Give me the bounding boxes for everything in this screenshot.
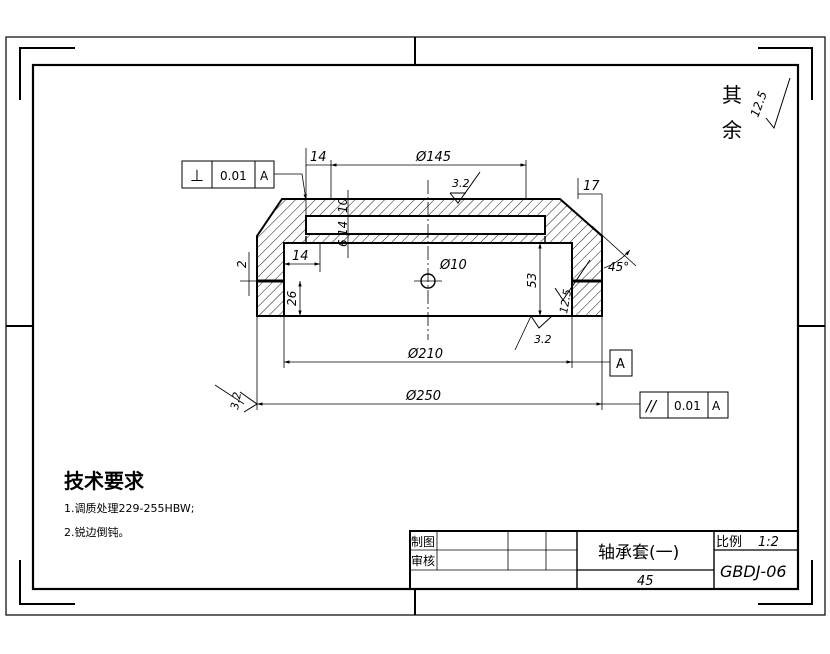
perpendicularity-value: 0.01 — [220, 169, 247, 183]
datum-label: A — [616, 357, 625, 372]
dimension-lines — [240, 148, 640, 410]
roughness-top-value: 3.2 — [452, 177, 470, 190]
title-material: 45 — [637, 574, 654, 589]
title-block — [409, 530, 799, 590]
dim-14-vertical: 14 — [336, 221, 350, 236]
tech-requirements-heading: 技术要求 — [64, 469, 145, 493]
parallelism-frame — [639, 391, 729, 419]
dim-d210: Ø210 — [407, 347, 443, 362]
dim-17: 17 — [583, 179, 600, 194]
roughness-note-value: 12.5 — [748, 89, 770, 119]
title-scale-value: 1:2 — [758, 535, 779, 550]
dim-10: 10 — [336, 197, 350, 213]
roughness-right-value: 12.5 — [557, 288, 574, 314]
dim-d10: Ø10 — [439, 258, 467, 273]
roughness-note-label-bottom: 余 — [722, 118, 742, 142]
parallelism-datum: A — [712, 399, 721, 413]
parallelism-symbol: // — [644, 397, 658, 415]
roughness-note-label-top: 其 — [722, 83, 742, 107]
section-hatch — [257, 199, 602, 316]
roughness-left-value: 3.2 — [228, 391, 244, 410]
tech-requirement-2: 2.锐边倒钝。 — [64, 525, 130, 539]
perpendicularity-symbol: ⊥ — [190, 166, 204, 185]
dim-53: 53 — [525, 273, 539, 288]
perpendicularity-frame — [181, 160, 307, 201]
title-part-name: 轴承套(一) — [598, 543, 679, 563]
dim-14-top: 14 — [310, 150, 327, 165]
dim-26: 26 — [285, 290, 299, 306]
title-drawing-number: GBDJ-06 — [720, 562, 787, 581]
dim-d250: Ø250 — [405, 389, 441, 404]
title-checked-label: 审核 — [411, 553, 435, 568]
dim-45-degree: 45° — [608, 260, 629, 274]
groove — [305, 215, 546, 235]
tech-requirement-1: 1.调质处理229-255HBW; — [64, 502, 194, 515]
title-drawn-label: 制图 — [411, 535, 435, 549]
roughness-bottom-value: 3.2 — [534, 333, 552, 346]
title-scale-label: 比例 — [716, 535, 742, 550]
dim-d145: Ø145 — [415, 150, 451, 165]
perpendicularity-datum: A — [260, 169, 269, 183]
dim-6: 6 — [336, 239, 350, 247]
parallelism-value: 0.01 — [674, 399, 701, 413]
roughness-symbols — [214, 77, 791, 413]
datum-box — [609, 349, 633, 377]
part-section — [256, 180, 603, 340]
dim-2: 2 — [235, 260, 249, 268]
dim-14-inner: 14 — [292, 249, 309, 264]
